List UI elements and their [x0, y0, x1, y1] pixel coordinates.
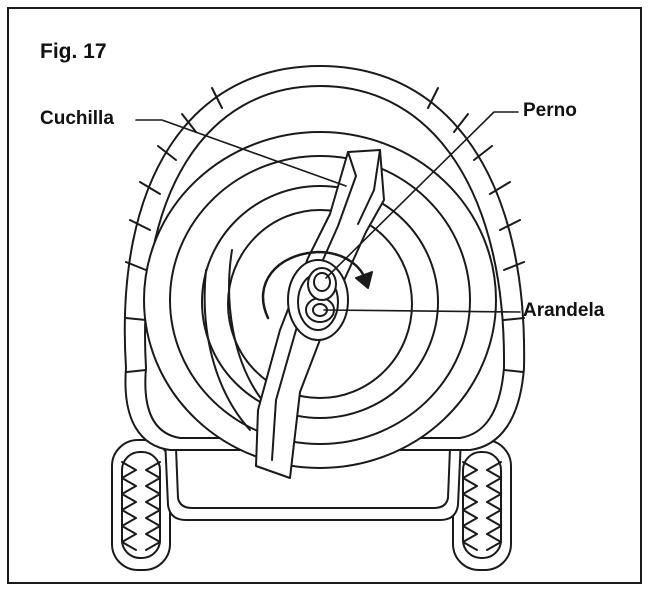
washer-label: Arandela [523, 300, 605, 321]
figure-title: Fig. 17 [40, 40, 107, 63]
right-wheel [452, 439, 512, 571]
bolt-label: Perno [523, 100, 577, 121]
rotation-arrow [261, 250, 373, 320]
left-wheel [111, 439, 171, 571]
leader-lines [135, 111, 521, 313]
blade-label: Cuchilla [40, 108, 114, 129]
blade-leader [135, 119, 347, 187]
rear-housing [164, 437, 462, 521]
bolt-leader [325, 111, 519, 279]
washer-leader [323, 309, 521, 313]
